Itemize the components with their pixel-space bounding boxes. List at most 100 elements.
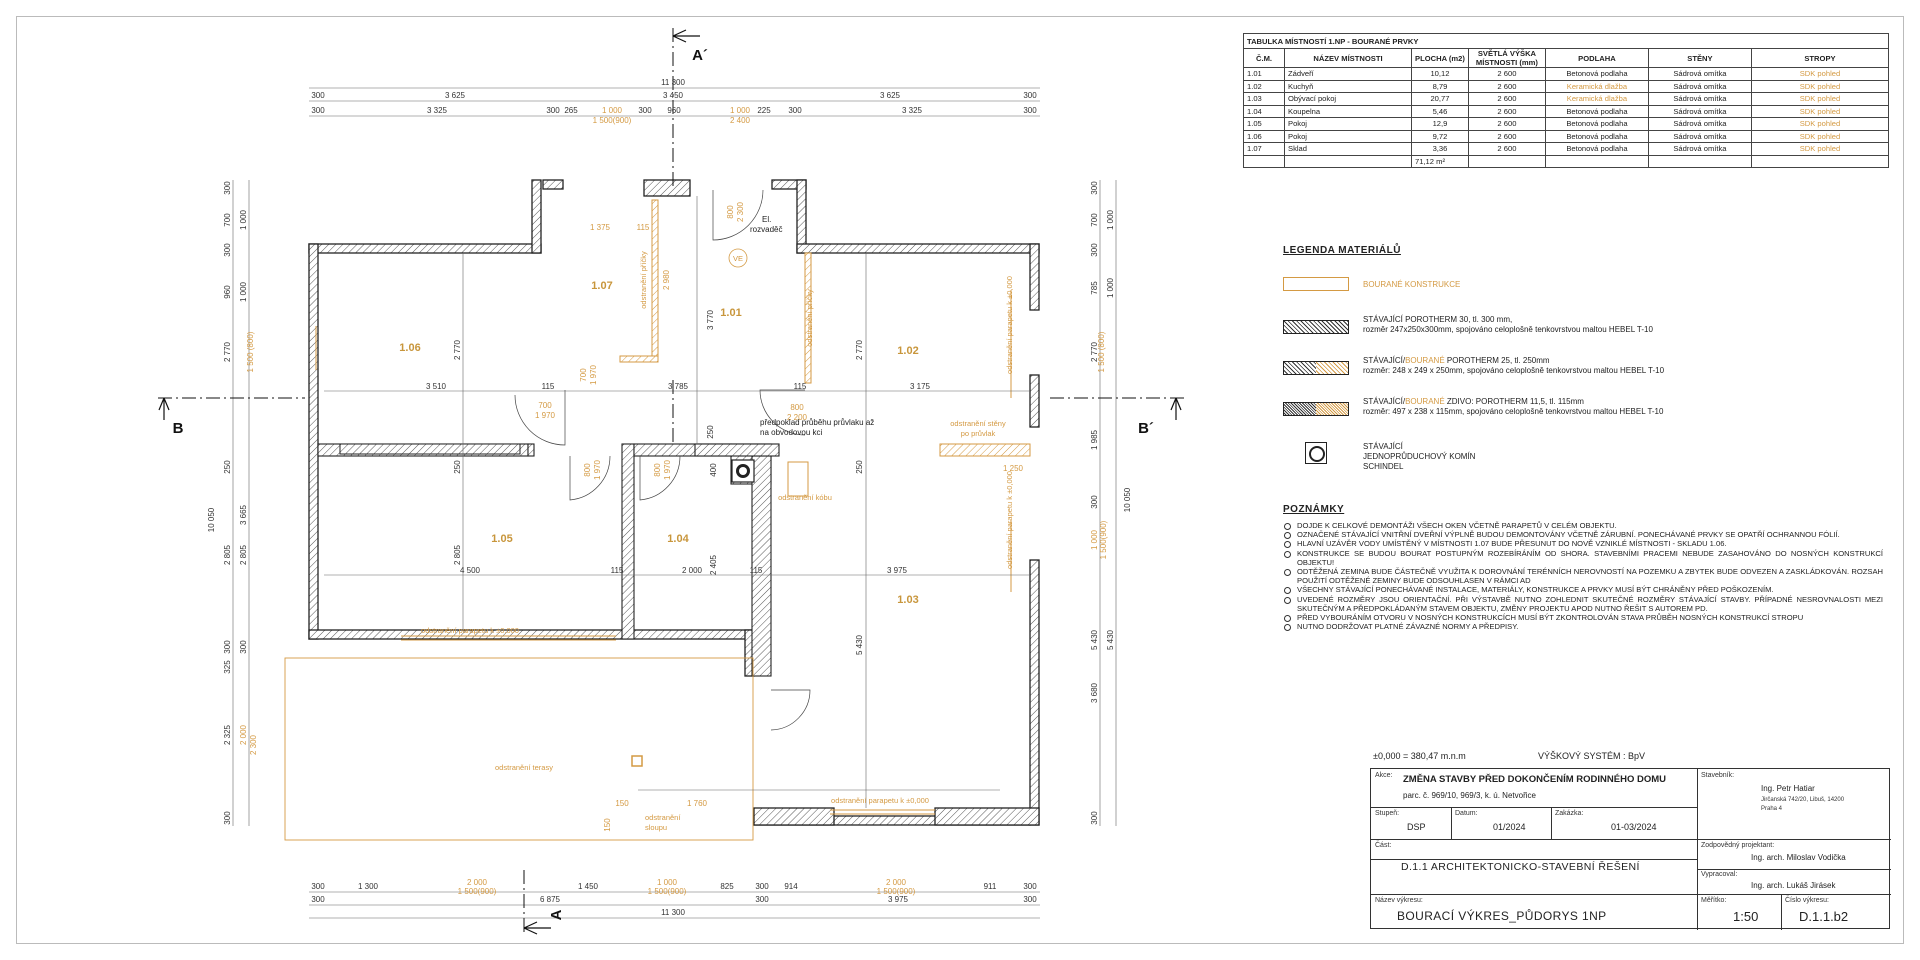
section-label-a-bottom: A xyxy=(548,909,565,920)
swatch-demolished xyxy=(1283,277,1349,291)
tb-datum-label: Datum: xyxy=(1455,810,1478,817)
dim-4500: 4 500 xyxy=(460,566,481,575)
room-cell-floor: Keramická dlažba xyxy=(1544,92,1649,106)
door-dim-a: 700 xyxy=(538,401,552,410)
dim-left-r1-4: 2 770 xyxy=(223,341,232,362)
tb-zakazka-label: Zakázka: xyxy=(1555,810,1584,817)
title-block: Akce: ZMĚNA STAVBY PŘED DOKONČENÍM RODIN… xyxy=(1370,768,1891,930)
room-cell-walls: Sádrová omítka xyxy=(1647,129,1752,143)
dim-bot-r1-3: 1 500(900) xyxy=(458,887,497,896)
room-table-title: TABULKA MÍSTNOSTÍ 1.NP - BOURANÉ PRVKY xyxy=(1243,33,1889,49)
dim-right-overall: 10 050 xyxy=(1123,487,1132,512)
dim-left-r2-6: 2 000 xyxy=(239,724,248,745)
dim-400: 400 xyxy=(709,463,718,477)
floor-plan: 1.01 1.02 1.03 1.04 1.05 1.06 1.07 A´ A … xyxy=(158,28,1185,935)
dim-top-r2-0: 300 xyxy=(311,106,325,115)
tb-akce: ZMĚNA STAVBY PŘED DOKONČENÍM RODINNÉHO D… xyxy=(1403,774,1667,785)
dim-bot-r1-2: 2 000 xyxy=(467,878,488,887)
room-cell-area: 20,77 xyxy=(1411,92,1469,106)
dim-top-r2-11: 300 xyxy=(788,106,802,115)
dim-2000: 2 000 xyxy=(682,566,703,575)
tb-divider xyxy=(1451,807,1452,839)
room-cell-num: 1.05 xyxy=(1243,117,1285,131)
swatch-porotherm25 xyxy=(1283,361,1349,375)
dim-left-r2-5: 300 xyxy=(239,640,248,654)
legend-desc-porotherm115: rozměr: 497 x 238 x 115mm, spojováno cel… xyxy=(1363,407,1664,416)
room-cell-floor: Betonová podlaha xyxy=(1544,104,1649,118)
tb-datum: 01/2024 xyxy=(1493,822,1526,832)
dim-left-r2-7: 2 300 xyxy=(249,734,258,755)
dim-right-r1-8: 3 680 xyxy=(1090,682,1099,703)
room-cell-area: 9,72 xyxy=(1411,129,1469,143)
dim-bot-r1-12: 911 xyxy=(984,882,997,891)
section-label-b-right: B´ xyxy=(1138,420,1154,437)
annotation-terasa: odstranění terasy xyxy=(495,763,553,772)
tb-cast-label: Část: xyxy=(1375,842,1392,849)
col-floor-header: PODLAHA xyxy=(1544,48,1649,68)
room-cell-height: 2 600 xyxy=(1467,117,1546,131)
annotation-el: El. xyxy=(762,215,771,224)
dim-bot-r2-2: 300 xyxy=(755,895,769,904)
chimney-icon xyxy=(1305,442,1327,464)
room-label-102: 1.02 xyxy=(897,345,918,357)
dim-bot-r1-5: 1 000 xyxy=(657,878,678,887)
note-item: PŘED VYBOURÁNÍM OTVORU V NOSNÝCH KONSTRU… xyxy=(1283,613,1883,623)
col-area-header: PLOCHA (m2) xyxy=(1411,48,1469,68)
dim-left-r1-2: 300 xyxy=(223,243,232,257)
room-cell-name: Pokoj xyxy=(1284,129,1412,143)
note-item: KONSTRUKCE SE BUDOU BOURAT POSTUPNÝM ROZ… xyxy=(1283,549,1883,567)
material-legend: LEGENDA MATERIÁLŮ BOURANÉ KONSTRUKCE STÁ… xyxy=(1283,245,1703,471)
room-cell-ceiling: SDK pohled xyxy=(1750,129,1890,143)
legend-a-porotherm115: STÁVAJÍCÍ/ xyxy=(1363,397,1406,406)
room-cell-height: 2 600 xyxy=(1467,79,1546,93)
legend-desc-porotherm25: rozměr: 248 x 249 x 250mm, spojováno cel… xyxy=(1363,366,1665,375)
dim-1375: 1 375 xyxy=(590,223,611,232)
room-cell-ceiling: SDK pohled xyxy=(1750,142,1890,156)
chimney xyxy=(731,459,755,483)
room-cell-name: Kuchyň xyxy=(1284,79,1412,93)
total-blank-1 xyxy=(1243,154,1285,168)
door-dim-c: 800 xyxy=(790,403,804,412)
annotation-sloup-2: sloupu xyxy=(645,823,667,832)
dim-left-r1-10: 300 xyxy=(223,811,232,825)
tb-akce-label: Akce: xyxy=(1375,772,1393,779)
dim-right-r1-9: 300 xyxy=(1090,811,1099,825)
dim-right-r1-5: 1 985 xyxy=(1090,429,1099,450)
dim-left-r1-9: 2 325 xyxy=(223,724,232,745)
tb-cast: D.1.1 ARCHITEKTONICKO-STAVEBNÍ ŘEŠENÍ xyxy=(1401,861,1640,873)
room-cell-floor: Betonová podlaha xyxy=(1544,67,1649,81)
dim-right-r1-1: 700 xyxy=(1090,213,1099,227)
dim-bot-r1-6: 1 500(900) xyxy=(648,887,687,896)
dim-left-overall: 10 050 xyxy=(207,507,216,532)
total-blank-3 xyxy=(1467,154,1546,168)
dim-top-r2-8: 1 000 xyxy=(730,106,751,115)
dim-right-r1-4: 2 770 xyxy=(1090,341,1099,362)
notes-list: DOJDE K CELKOVÉ DEMONTÁŽI VŠECH OKEN VČE… xyxy=(1283,521,1883,632)
annotation-parapet-3: odstranění parapetu k ±0,000 xyxy=(1005,471,1014,569)
door-dim-d2: 1 970 xyxy=(593,459,602,480)
note-item: OZNAČENÉ STÁVAJÍCÍ VNITŘNÍ DVEŘNÍ VÝPLNĚ… xyxy=(1283,530,1883,540)
tb-divider xyxy=(1371,807,1697,808)
annotation-pricky-1: odstranění příčky xyxy=(639,251,648,309)
legend-desc-chimney: JEDNOPRŮDUCHOVÝ KOMÍN SCHINDEL xyxy=(1363,452,1476,471)
annotation-steny-2: po průvlak xyxy=(961,429,996,438)
dim-left-r1-6: 2 805 xyxy=(223,544,232,565)
dim-115a: 115 xyxy=(542,382,555,391)
room-cell-walls: Sádrová omítka xyxy=(1647,92,1752,106)
room-cell-walls: Sádrová omítka xyxy=(1647,117,1752,131)
col-name-header: NÁZEV MÍSTNOSTI xyxy=(1284,48,1412,68)
dim-right-r2-5: 5 430 xyxy=(1106,629,1115,650)
total-area: 71,12 m² xyxy=(1411,154,1469,168)
room-cell-num: 1.02 xyxy=(1243,79,1285,93)
dim-left-r1-0: 300 xyxy=(223,181,232,195)
tb-cislo: D.1.1.b2 xyxy=(1799,909,1849,924)
dim-115e: 115 xyxy=(637,223,650,232)
dim-top-r2-7: 960 xyxy=(667,106,681,115)
level-zero: ±0,000 = 380,47 m.n.m xyxy=(1373,751,1466,761)
annotation-parapet-2: odstranění parapetu k ±0,000 xyxy=(1005,276,1014,374)
dim-right-r2-4: 1 500(900) xyxy=(1099,520,1108,559)
door-dim-a2: 1 970 xyxy=(535,411,556,420)
room-label-103: 1.03 xyxy=(897,594,918,606)
tb-nazev-label: Název výkresu: xyxy=(1375,897,1423,904)
